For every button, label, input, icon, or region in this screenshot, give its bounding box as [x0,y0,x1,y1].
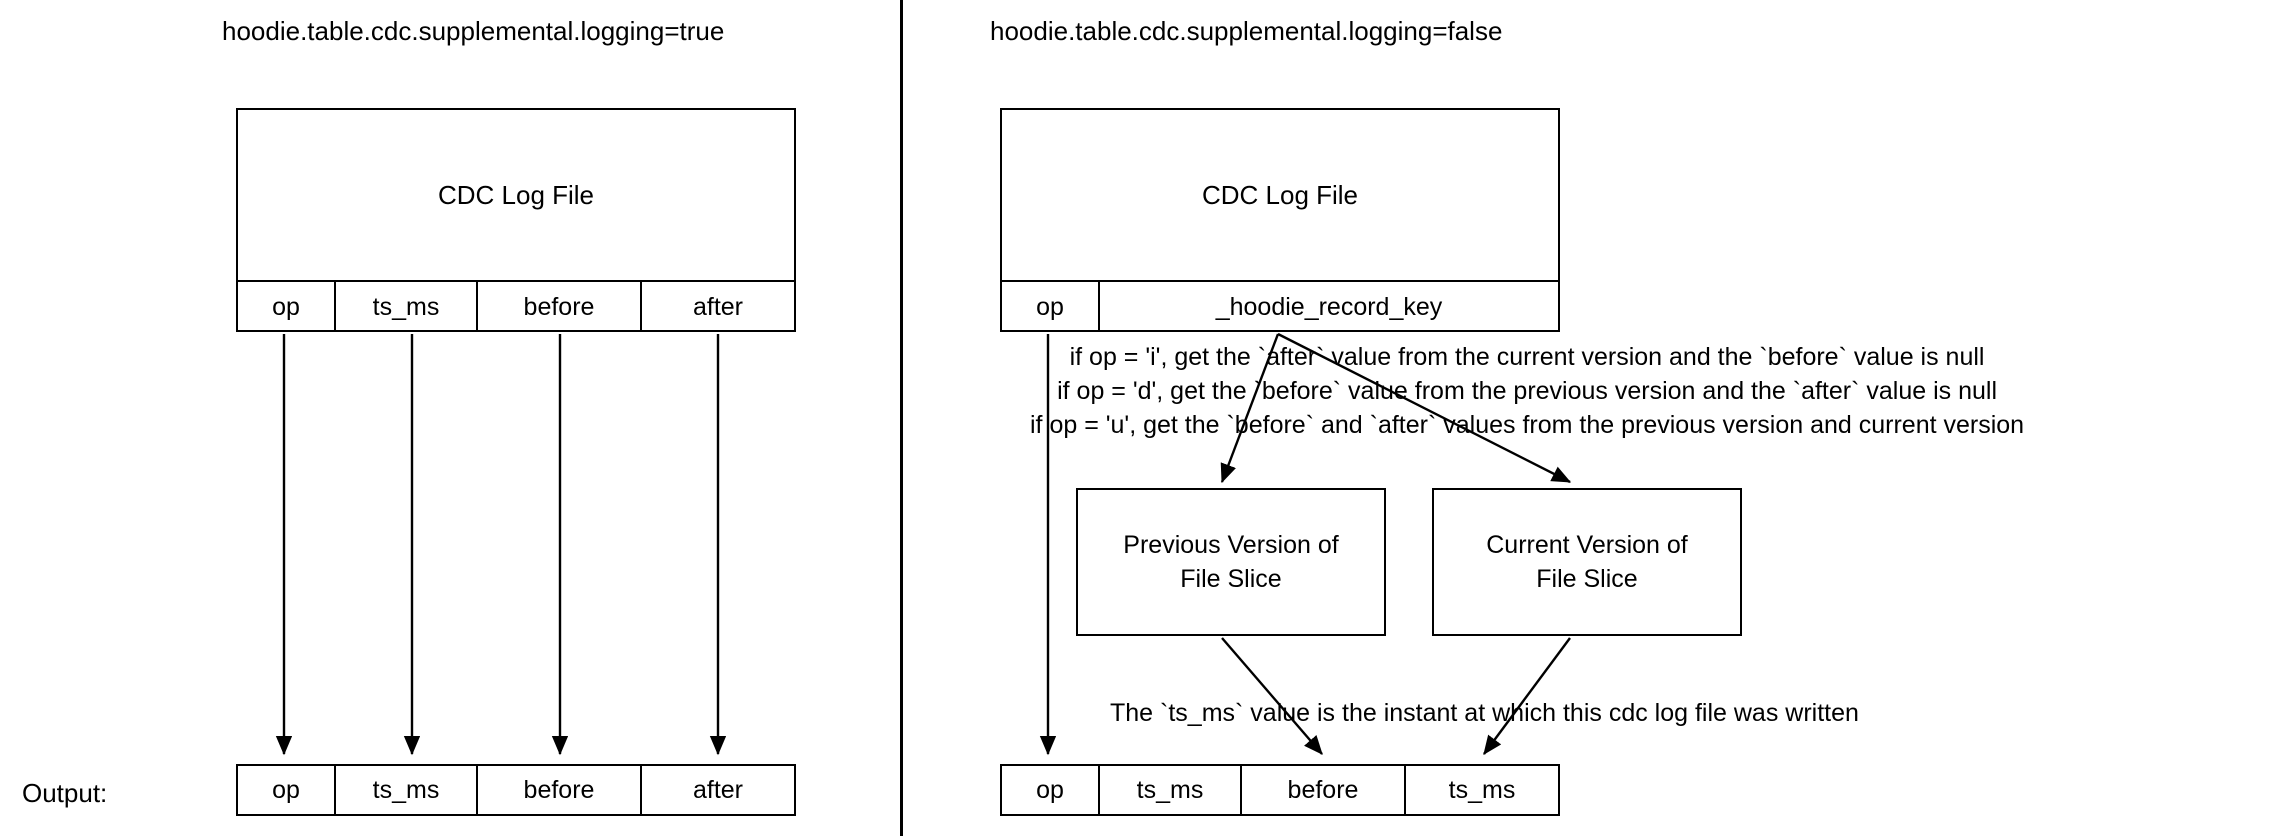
rule-delete: if op = 'd', get the `before` value from… [1057,377,1997,405]
panel-divider [900,0,903,836]
cdc-log-file-left-title: CDC Log File [238,110,794,282]
column-header-after: after [640,282,794,332]
previous-version-line-2: File Slice [1180,565,1282,593]
previous-version-line-1: Previous Version of [1123,531,1339,559]
current-version-line-2: File Slice [1536,565,1638,593]
output-label: Output: [22,778,108,808]
output-cell-ts-ms: ts_ms [1098,766,1240,814]
column-header-hoodie-record-key: _hoodie_record_key [1098,282,1558,332]
rule-insert: if op = 'i', get the `after` value from … [1069,343,1985,371]
output-cell-before: before [1240,766,1404,814]
cdc-log-file-left-columns: op ts_ms before after [238,282,794,332]
output-row-right: op ts_ms before ts_ms [1000,764,1560,816]
column-header-op: op [1036,292,1064,321]
current-version-line-1: Current Version of [1486,531,1688,559]
output-cell-op: op [272,775,300,804]
rules-annotation: if op = 'i', get the `after` value from … [1030,340,2024,442]
output-cell-ts-ms: ts_ms [334,766,476,814]
output-row-left: op ts_ms before after [236,764,796,816]
output-cell-after: after [640,766,794,814]
output-cell-ts-ms-2: ts_ms [1404,766,1558,814]
column-header-ts-ms: ts_ms [334,282,476,332]
cdc-log-file-right-columns: op _hoodie_record_key [1002,282,1558,332]
column-header-op: op [272,292,300,321]
output-cell-op: op [1036,775,1064,804]
cdc-log-file-right: CDC Log File op _hoodie_record_key [1000,108,1560,332]
previous-version-file-slice-box: Previous Version of File Slice [1076,488,1386,636]
panel-title-right: hoodie.table.cdc.supplemental.logging=fa… [990,16,1503,46]
cdc-log-file-right-title: CDC Log File [1002,110,1558,282]
current-version-file-slice-box: Current Version of File Slice [1432,488,1742,636]
column-header-before: before [476,282,640,332]
rule-update: if op = 'u', get the `before` and `after… [1030,411,2025,439]
ts-ms-note: The `ts_ms` value is the instant at whic… [1110,699,1859,727]
cdc-log-file-left: CDC Log File op ts_ms before after [236,108,796,332]
output-cell-before: before [476,766,640,814]
panel-title-left: hoodie.table.cdc.supplemental.logging=tr… [222,16,725,46]
